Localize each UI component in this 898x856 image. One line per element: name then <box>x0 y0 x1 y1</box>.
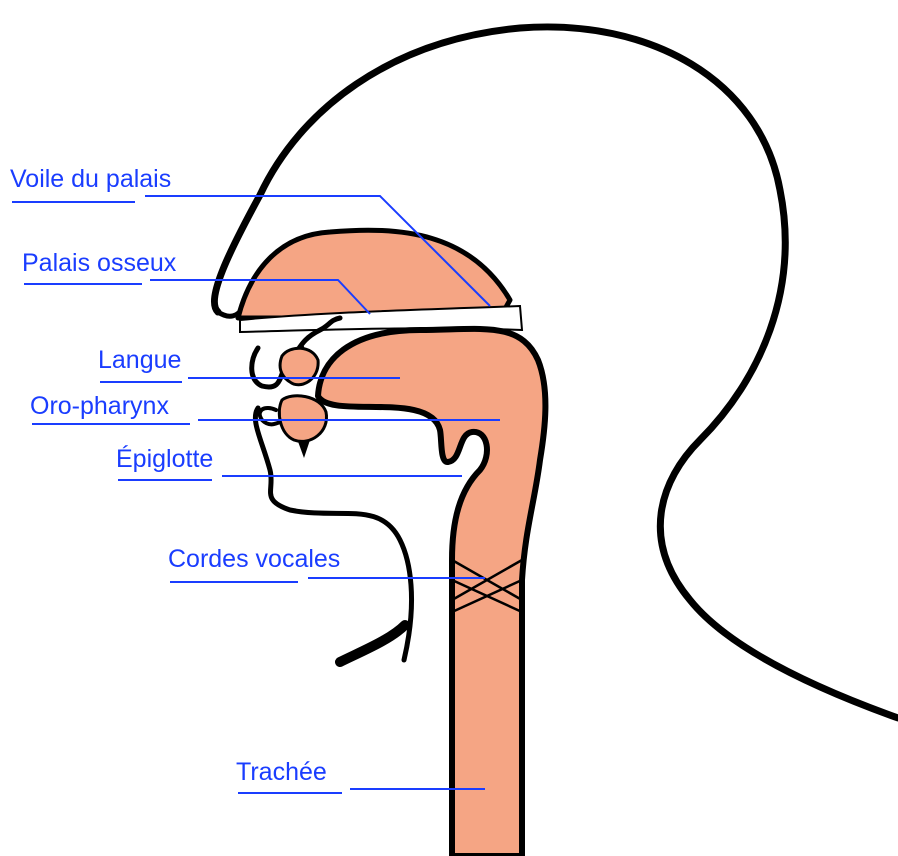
leader-cordes-vocales <box>170 578 485 582</box>
label-trachee[interactable]: Trachée <box>236 757 327 787</box>
label-palais-osseux[interactable]: Palais osseux <box>22 248 176 278</box>
chin-outline <box>255 408 411 660</box>
leader-epiglotte <box>118 476 462 480</box>
label-oro-pharynx[interactable]: Oro-pharynx <box>30 391 169 421</box>
lip-region-lower <box>279 396 326 442</box>
label-langue[interactable]: Langue <box>98 345 181 375</box>
neck-front-stroke <box>340 625 405 662</box>
leader-trachee <box>238 789 485 793</box>
label-voile-du-palais[interactable]: Voile du palais <box>10 164 171 194</box>
label-epiglotte[interactable]: Épiglotte <box>116 444 213 474</box>
label-cordes-vocales[interactable]: Cordes vocales <box>168 544 340 574</box>
palate-region <box>238 230 510 318</box>
lip-region <box>280 348 318 385</box>
tongue-pharynx-region <box>318 329 545 856</box>
